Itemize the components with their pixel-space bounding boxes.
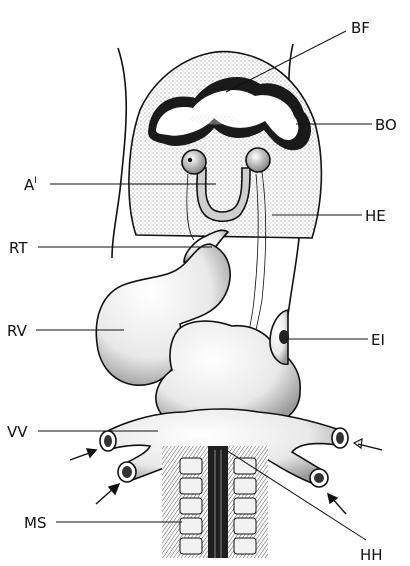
label-a1: AI xyxy=(24,176,37,194)
label-bf: BF xyxy=(351,19,370,37)
label-vv: VV xyxy=(7,423,28,441)
label-bo: BO xyxy=(375,116,397,134)
label-ms: MS xyxy=(24,514,46,532)
label-he: HE xyxy=(365,207,386,225)
somites xyxy=(162,446,268,558)
label-rt: RT xyxy=(9,239,28,257)
label-ei: EI xyxy=(371,331,385,349)
label-rv: RV xyxy=(7,322,28,340)
label-hh: HH xyxy=(360,546,383,564)
label-a1-sup: I xyxy=(34,176,37,186)
